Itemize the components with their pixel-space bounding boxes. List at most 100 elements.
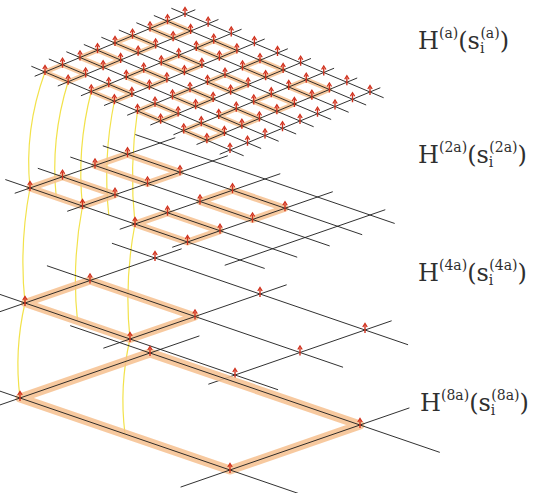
- block-highlight: [80, 50, 121, 67]
- spin-arrow: [102, 62, 103, 70]
- lattice-line: [70, 326, 440, 453]
- lattice-line: [66, 52, 278, 142]
- spin-symbol: s: [477, 143, 489, 167]
- spin-arrow: [281, 64, 285, 68]
- spin-arrow: [132, 31, 133, 39]
- spin-arrow: [219, 53, 220, 61]
- spin-arrow: [114, 96, 115, 104]
- spin-arrow: [97, 45, 98, 53]
- coupling-line: [133, 111, 138, 224]
- spin-arrow: [196, 43, 197, 51]
- spin-arrow: [154, 99, 155, 107]
- spin-arrow: [346, 77, 347, 85]
- spin-arrow: [194, 312, 195, 320]
- hamiltonian-label: H(a)(si(a)): [418, 26, 509, 55]
- lattice-line: [38, 168, 297, 257]
- lattice-line: [70, 157, 329, 246]
- spin-arrow: [43, 66, 47, 70]
- spin-arrow: [23, 297, 27, 301]
- spin-arrow: [284, 203, 285, 211]
- spin-arrow: [236, 104, 237, 112]
- spin-arrow: [145, 177, 149, 181]
- spin-arrow: [315, 107, 319, 111]
- spin-arrow: [176, 107, 180, 111]
- spin-arrow: [271, 89, 272, 97]
- spin-arrow: [265, 72, 266, 80]
- spin-arrow: [29, 183, 30, 191]
- spin-arrow: [363, 324, 367, 328]
- spin-arrow: [193, 100, 197, 104]
- spin-arrow: [60, 170, 64, 174]
- spin-arrow: [199, 117, 203, 121]
- spin-arrow: [161, 58, 162, 66]
- spin-arrow: [137, 106, 138, 114]
- spin-arrow: [329, 85, 330, 93]
- spin-arrow: [143, 65, 144, 73]
- label-part: i: [489, 155, 493, 169]
- spin-arrow: [108, 79, 109, 87]
- spin-arrow: [130, 88, 134, 92]
- label-part: ): [500, 29, 509, 53]
- spin-arrow: [282, 65, 283, 73]
- spin-arrow: [114, 190, 115, 198]
- spin-arrow: [217, 110, 221, 114]
- spin-arrow: [88, 274, 92, 278]
- spin-arrow: [93, 159, 97, 163]
- spin-arrow: [213, 36, 214, 44]
- spin-arrow: [323, 68, 324, 76]
- block-highlight: [126, 70, 167, 87]
- spin-arrow: [252, 37, 256, 41]
- spin-arrow: [194, 42, 198, 46]
- spin-arrow: [127, 149, 128, 157]
- lattice-line: [172, 192, 333, 248]
- spin-arrow: [130, 29, 134, 33]
- spin-arrow: [258, 54, 262, 58]
- spin-arrow: [155, 41, 156, 49]
- label-part: (2a): [489, 140, 517, 154]
- spin-arrow: [183, 8, 187, 12]
- spin-arrow: [67, 77, 68, 85]
- coupling-line: [29, 72, 45, 188]
- spin-arrow: [44, 67, 45, 75]
- spin-arrow: [240, 61, 244, 65]
- spin-arrow: [170, 90, 174, 94]
- hamiltonian-label: H(4a)(si(4a)): [418, 258, 527, 287]
- hamiltonian-symbol: H: [418, 261, 439, 285]
- spin-arrow: [247, 80, 248, 88]
- hamiltonian-symbol: H: [420, 391, 441, 415]
- spin-arrow: [223, 68, 227, 72]
- spin-arrow: [207, 77, 208, 85]
- spin-arrow: [135, 105, 139, 109]
- spin-arrow: [124, 71, 128, 75]
- spin-arrow: [233, 369, 237, 373]
- spin-arrow: [269, 88, 273, 92]
- spin-arrow: [211, 93, 215, 97]
- spin-arrow: [277, 48, 278, 56]
- spin-arrow: [247, 138, 248, 146]
- spin-arrow: [182, 66, 186, 70]
- spin-arrow: [229, 145, 230, 153]
- spin-arrow: [165, 206, 169, 210]
- spin-arrow: [311, 92, 312, 100]
- spin-arrow: [142, 63, 146, 67]
- spin-arrow: [350, 93, 354, 97]
- spin-arrow: [188, 25, 192, 29]
- spin-arrow: [125, 148, 129, 152]
- spin-symbol: s: [477, 261, 489, 285]
- spin-arrow: [89, 85, 93, 89]
- label-part: (4a): [489, 258, 517, 272]
- spin-arrow: [94, 161, 95, 169]
- spin-arrow: [136, 46, 140, 50]
- spin-arrow: [205, 134, 209, 138]
- spin-arrow: [189, 84, 190, 92]
- spin-arrow: [263, 129, 267, 133]
- coupling-line: [23, 188, 30, 303]
- spin-arrow: [201, 118, 202, 126]
- lattice-line: [112, 243, 408, 345]
- spin-arrow: [364, 325, 365, 333]
- spin-arrow: [300, 58, 301, 66]
- block-highlight: [173, 89, 214, 106]
- lattice-line: [225, 210, 386, 266]
- hamiltonian-symbol: H: [418, 143, 439, 167]
